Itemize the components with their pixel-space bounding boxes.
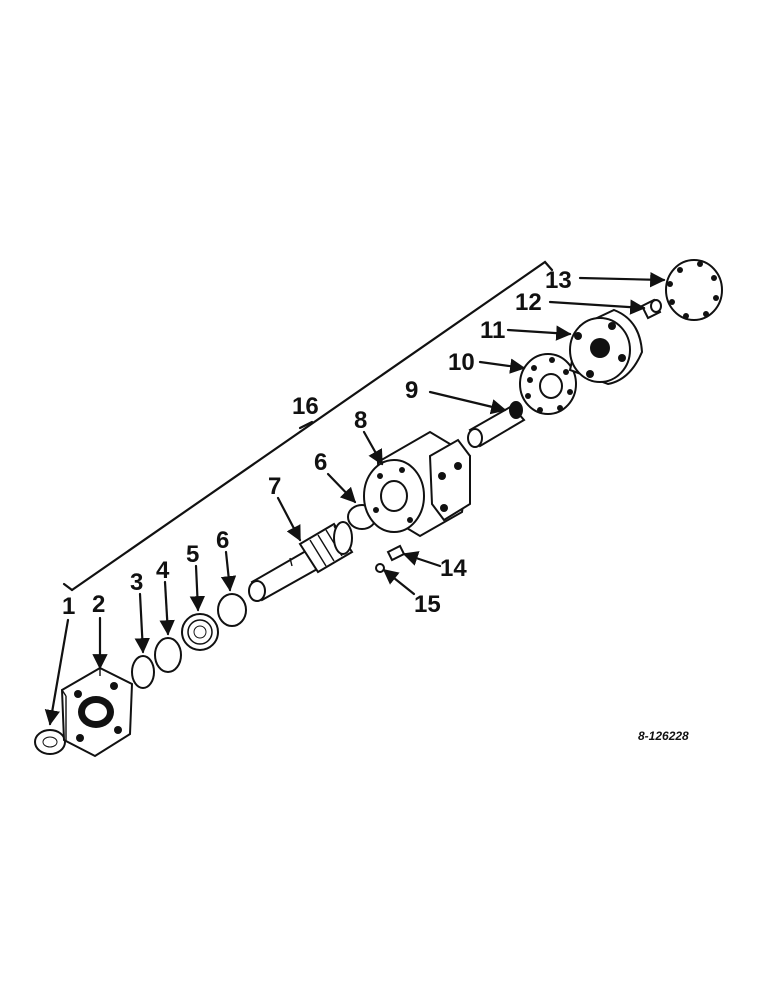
callout-15: 15: [414, 591, 441, 618]
part-11-gerotor: [568, 308, 644, 386]
part-14-pin: [386, 544, 406, 562]
callout-14: 14: [440, 555, 467, 582]
callout-3: 3: [130, 569, 143, 596]
callout-7: 7: [268, 473, 281, 500]
callout-5: 5: [186, 541, 199, 568]
callout-16: 16: [292, 393, 319, 420]
part-13-end-cap: [665, 259, 723, 321]
part-10-plate: [519, 353, 577, 415]
callout-12: 12: [515, 289, 542, 316]
part-5-bearing: [181, 613, 219, 651]
callout-10: 10: [448, 349, 475, 376]
callout-6-upper: 6: [314, 449, 327, 476]
part-7-drive-shaft: [248, 521, 354, 602]
callout-13: 13: [545, 267, 572, 294]
assembly-bracket-16: [62, 260, 554, 592]
part-1-seal: [34, 729, 66, 755]
callout-2: 2: [92, 591, 105, 618]
callout-6-lower: 6: [216, 527, 229, 554]
part-2-mounting-flange: [60, 666, 134, 758]
callout-4: 4: [156, 557, 170, 584]
leader-lines: [44, 271, 666, 726]
part-6-seal-lower: [217, 593, 247, 627]
part-15-ball: [375, 563, 385, 573]
part-9-spacer: [467, 401, 526, 448]
part-4-o-ring: [154, 637, 182, 673]
part-3-o-ring: [131, 655, 155, 689]
callout-9: 9: [405, 377, 418, 404]
part-12-pin: [640, 298, 662, 320]
callout-1: 1: [62, 593, 75, 620]
callout-11: 11: [480, 317, 505, 344]
reference-code: 8-126228: [638, 729, 689, 743]
part-8-housing: [363, 430, 472, 538]
callout-8: 8: [354, 407, 367, 434]
